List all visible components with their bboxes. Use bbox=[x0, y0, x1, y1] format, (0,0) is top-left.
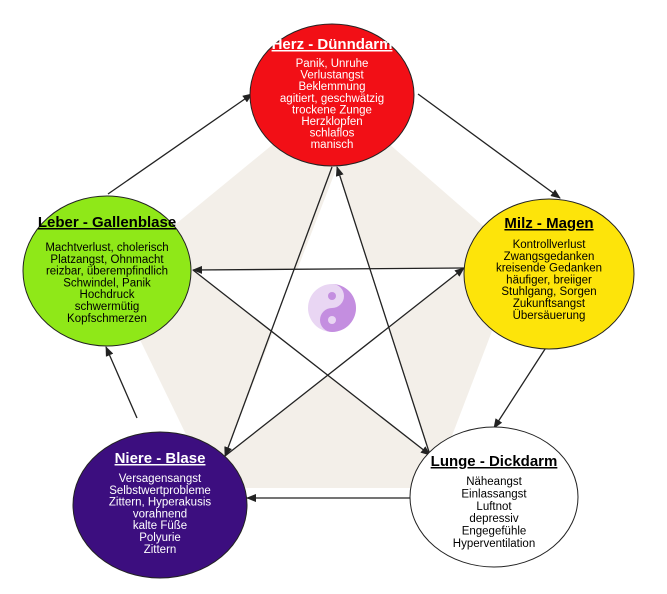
node-lunge-line: Näheangst bbox=[466, 476, 522, 488]
node-milz: Milz - Magen KontrollverlustZwangsgedank… bbox=[463, 198, 635, 350]
node-niere-line: Polyurie bbox=[139, 532, 181, 544]
node-herz-line: Verlustangst bbox=[300, 70, 364, 82]
node-niere-line: Versagensangst bbox=[119, 473, 202, 485]
node-herz-line: Panik, Unruhe bbox=[296, 58, 369, 70]
node-leber-line: Platzangst, Ohnmacht bbox=[50, 254, 164, 266]
controlling-cycle-arrows bbox=[192, 166, 465, 457]
arrow-milz-to-lunge bbox=[493, 345, 548, 429]
node-milz-line: Zwangsgedanken bbox=[504, 251, 595, 263]
node-niere-line: Zittern bbox=[144, 544, 177, 556]
node-milz-title: Milz - Magen bbox=[504, 215, 593, 232]
arrow-niere-to-milz-star bbox=[224, 267, 465, 457]
arrow-herz-to-milz bbox=[417, 93, 561, 199]
node-leber-line: Machtverlust, cholerisch bbox=[45, 242, 168, 254]
node-niere: Niere - Blase VersagensangstSelbstwertpr… bbox=[72, 431, 248, 579]
node-niere-line: kalte Füße bbox=[133, 520, 187, 532]
node-herz-line: trockene Zunge bbox=[292, 104, 372, 116]
node-leber-line: Hochdruck bbox=[80, 289, 135, 301]
node-lunge: Lunge - Dickdarm NäheangstEinlassangstLu… bbox=[409, 426, 579, 568]
node-niere-line: Zittern, Hyperakusis bbox=[109, 497, 212, 509]
generating-cycle-arrows bbox=[105, 93, 561, 502]
node-leber-title: Leber - Gallenblase bbox=[38, 214, 176, 231]
node-leber-line: Schwindel, Panik bbox=[63, 277, 151, 289]
node-milz-circle bbox=[463, 198, 635, 350]
node-niere-line: vorahnend bbox=[133, 508, 187, 520]
node-milz-line: Übersäuerung bbox=[513, 310, 586, 322]
arrow-herz-to-niere-star bbox=[224, 166, 333, 457]
arrow-leber-to-lunge-star bbox=[192, 269, 431, 456]
node-herz-line: schlaflos bbox=[310, 128, 355, 140]
yin-yang-dot-dark bbox=[328, 292, 336, 300]
node-herz-details: Panik, UnruheVerlustangstBeklemmungagiti… bbox=[280, 58, 384, 151]
node-lunge-line: Luftnot bbox=[476, 501, 512, 513]
node-niere-title: Niere - Blase bbox=[115, 450, 206, 467]
yin-yang-dot-light bbox=[328, 316, 336, 324]
node-lunge-line: Hyperventilation bbox=[453, 538, 535, 550]
node-leber-circle bbox=[22, 195, 192, 347]
arrow-niere-to-leber bbox=[105, 346, 138, 419]
arrow-milz-to-leber-star bbox=[192, 265, 465, 274]
node-herz-title: Herz - Dünndarm bbox=[272, 36, 393, 53]
node-lunge-circle bbox=[409, 426, 579, 568]
node-herz-line: agitiert, geschwätzig bbox=[280, 93, 384, 105]
node-milz-line: häufiger, breiiger bbox=[506, 274, 592, 286]
node-herz-circle bbox=[249, 23, 415, 167]
node-herz-line: manisch bbox=[311, 139, 354, 151]
arrow-leber-to-herz bbox=[107, 93, 253, 195]
node-leber-line: Kopfschmerzen bbox=[67, 313, 147, 325]
node-lunge-line: Einlassangst bbox=[461, 488, 527, 500]
node-herz: Herz - Dünndarm Panik, UnruheVerlustangs… bbox=[249, 23, 415, 167]
arrow-lunge-to-herz-star bbox=[335, 166, 431, 456]
node-lunge-details: NäheangstEinlassangstLuftnotdepressivEng… bbox=[453, 476, 535, 550]
node-herz-line: Herzklopfen bbox=[301, 116, 362, 128]
node-niere-details: VersagensangstSelbstwertproblemeZittern,… bbox=[109, 473, 212, 556]
node-leber: Leber - Gallenblase Machtverlust, choler… bbox=[22, 195, 192, 347]
node-lunge-line: depressiv bbox=[469, 513, 518, 525]
node-milz-line: Kontrollverlust bbox=[513, 239, 587, 251]
yin-yang-icon bbox=[308, 284, 356, 332]
node-milz-line: Zukunftsangst bbox=[513, 298, 586, 310]
node-milz-line: Stuhlgang, Sorgen bbox=[501, 286, 596, 298]
node-milz-line: kreisende Gedanken bbox=[496, 263, 602, 275]
node-niere-line: Selbstwertprobleme bbox=[109, 485, 211, 497]
node-niere-circle bbox=[72, 431, 248, 579]
node-lunge-line: Engegefühle bbox=[462, 526, 527, 538]
node-leber-line: schwermütig bbox=[75, 301, 140, 313]
node-lunge-title: Lunge - Dickdarm bbox=[431, 453, 558, 470]
node-herz-line: Beklemmung bbox=[298, 81, 365, 93]
node-leber-line: reizbar, überempfindlich bbox=[46, 266, 168, 278]
